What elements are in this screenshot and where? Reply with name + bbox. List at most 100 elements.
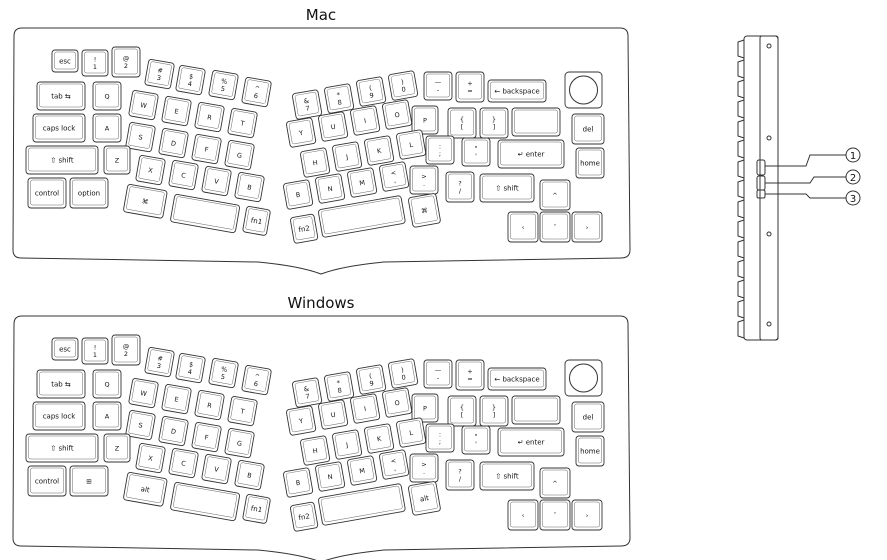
key-quote-cap [461, 137, 491, 167]
key-1-base-label: 1 [93, 63, 97, 71]
key-b-left-cap-top [237, 462, 262, 487]
key-h-label: H [312, 447, 318, 456]
key-fn2-cap [290, 213, 319, 244]
key-0-shift-label: ) [401, 366, 405, 374]
side-keycap [737, 219, 745, 239]
callout-label-3: 3 [850, 194, 856, 205]
key-capslock-cap [32, 113, 86, 143]
key-s-label: S [138, 133, 143, 142]
key-slash-cap [445, 459, 475, 491]
key-control-cap [27, 177, 67, 209]
key-t: T [227, 108, 258, 139]
key-s-cap [125, 410, 156, 441]
key-space-right-cap [318, 483, 406, 526]
key-u: U [318, 111, 349, 142]
key-esc-cap-top [54, 51, 76, 70]
key-capslock-label: caps lock [43, 125, 77, 133]
key-l-label: L [409, 429, 414, 438]
key-equal-cap [455, 71, 485, 103]
key-del-cap [571, 401, 605, 433]
key-i: I [350, 105, 381, 136]
key-rbracket: }] [479, 107, 509, 139]
key-control: control [27, 177, 67, 209]
key-8: *8 [324, 83, 355, 114]
key-semicolon-shift-label: : [439, 143, 441, 151]
side-keycap [737, 259, 745, 279]
key-l-cap [396, 129, 427, 160]
key-symbol-cap [408, 193, 441, 228]
key-tab-label: tab ⇆ [51, 381, 71, 389]
key-o-cap-top [384, 389, 410, 415]
key-7-shift-label: & [303, 97, 309, 106]
key-7-cap [292, 377, 323, 408]
key-lbracket-cap [447, 395, 477, 427]
key-home: home [575, 435, 605, 467]
key-y-label: Y [298, 129, 304, 138]
key-p-label: P [423, 117, 427, 125]
key-minus-base-label: - [437, 86, 440, 94]
key-b-left-label: B [247, 183, 253, 192]
key-semicolon-cap [425, 423, 455, 453]
callout-leader-1 [765, 154, 846, 167]
key-8-shift-label: * [336, 379, 341, 388]
side-screw-icon [766, 135, 772, 141]
key-0: )0 [388, 70, 419, 101]
key-arrow-up: ^ [539, 467, 571, 499]
key-2: @2 [111, 334, 141, 366]
side-view-bottom-case [759, 35, 779, 341]
key-lbracket-cap-top [450, 397, 474, 424]
key-h: H [300, 147, 331, 178]
key-arrow-right-cap-top [574, 501, 600, 528]
key-capslock-label: caps lock [43, 413, 77, 421]
key-e-label: E [174, 395, 179, 404]
key-0-shift-label: ) [401, 78, 405, 86]
key-period-shift-label: > [421, 461, 426, 469]
key-9-cap-top [358, 78, 384, 104]
key-t-label: T [239, 119, 245, 128]
key-capslock-cap [32, 401, 86, 431]
key-s-label: S [138, 421, 143, 430]
key-f-cap [191, 422, 222, 453]
key-2: @2 [111, 46, 141, 78]
key-arrow-left-cap-top [510, 213, 536, 240]
key-f-label: F [204, 433, 209, 442]
key-fn2-label: fn2 [298, 512, 311, 522]
key-r: R [194, 390, 225, 421]
key-l: L [396, 129, 427, 160]
key-b-right-cap-top [285, 181, 311, 207]
key-space-right [318, 195, 406, 238]
key-symbol: ⌘ [408, 193, 441, 228]
key-d-label: D [170, 427, 176, 436]
key-equal: += [455, 71, 485, 103]
key-arrow-right-cap [571, 499, 603, 531]
key-f-label: F [204, 145, 209, 154]
key-w: W [128, 90, 159, 121]
key-7: &7 [292, 377, 323, 408]
key-6-base-label: 6 [253, 92, 258, 101]
key-arrow-down: ˇ [539, 211, 571, 243]
key-k: K [364, 423, 395, 454]
side-keycap [737, 179, 745, 199]
key-f-cap [191, 134, 222, 165]
key-space-left-cap [170, 194, 240, 234]
key-d-cap [158, 128, 189, 159]
key-z-label: Z [115, 157, 120, 165]
side-screw-icon [766, 321, 772, 327]
key-rshift-cap-top [482, 463, 532, 488]
key-w-cap [128, 378, 159, 409]
key-control-cap-top [30, 179, 64, 206]
key-v-label: V [214, 465, 220, 474]
key-j-label: J [345, 153, 349, 161]
key-home: home [575, 147, 605, 179]
key-arrow-left-cap-top [510, 501, 536, 528]
keyboard-title: Mac [306, 6, 336, 24]
key-space-left-cap-top [173, 484, 238, 518]
key-g-cap [224, 140, 255, 171]
key-l: L [396, 417, 427, 448]
side-keycap [737, 319, 745, 339]
key-slash-base-label: / [459, 187, 462, 195]
key-c: C [168, 448, 199, 479]
key-option: option [69, 177, 109, 209]
rotary-knob [564, 359, 603, 397]
